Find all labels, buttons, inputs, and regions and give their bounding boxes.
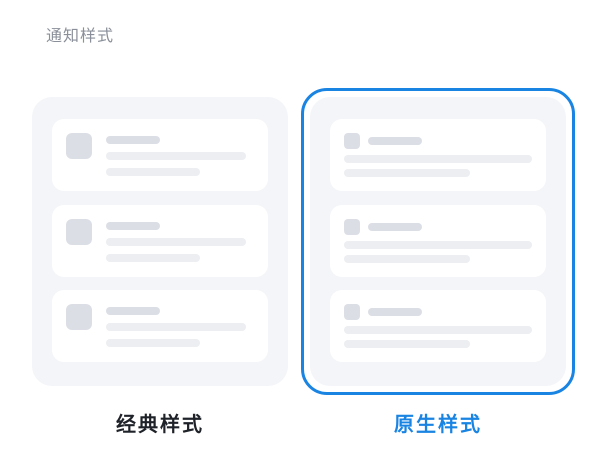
placeholder-text-line: [106, 323, 246, 331]
placeholder-icon: [344, 133, 360, 149]
preview-notification-card: [330, 205, 546, 277]
placeholder-title-line: [106, 136, 160, 144]
classic-style-option[interactable]: [32, 97, 288, 386]
preview-notification-card: [330, 119, 546, 191]
placeholder-text-line: [106, 238, 246, 246]
placeholder-text-line: [106, 339, 200, 347]
placeholder-text-line: [344, 169, 470, 177]
placeholder-text-line: [344, 155, 532, 163]
placeholder-title-line: [368, 223, 422, 231]
preview-notification-card: [52, 205, 268, 277]
placeholder-title-line: [106, 222, 160, 230]
placeholder-text-line: [106, 152, 246, 160]
placeholder-title-line: [368, 137, 422, 145]
placeholder-icon: [344, 219, 360, 235]
placeholder-icon: [66, 219, 92, 245]
native-style-option[interactable]: [301, 88, 575, 395]
placeholder-text-line: [106, 168, 200, 176]
placeholder-icon: [66, 133, 92, 159]
placeholder-icon: [344, 304, 360, 320]
placeholder-text-line: [344, 255, 470, 263]
native-style-label[interactable]: 原生样式: [394, 412, 482, 436]
placeholder-title-line: [106, 307, 160, 315]
preview-notification-card: [52, 290, 268, 362]
section-title: 通知样式: [46, 26, 115, 45]
preview-notification-card: [52, 119, 268, 191]
placeholder-icon: [66, 304, 92, 330]
classic-style-label[interactable]: 经典样式: [116, 412, 204, 436]
placeholder-text-line: [344, 241, 532, 249]
preview-notification-card: [330, 290, 546, 362]
placeholder-title-line: [368, 308, 422, 316]
placeholder-text-line: [344, 340, 470, 348]
placeholder-text-line: [106, 254, 200, 262]
placeholder-text-line: [344, 326, 532, 334]
